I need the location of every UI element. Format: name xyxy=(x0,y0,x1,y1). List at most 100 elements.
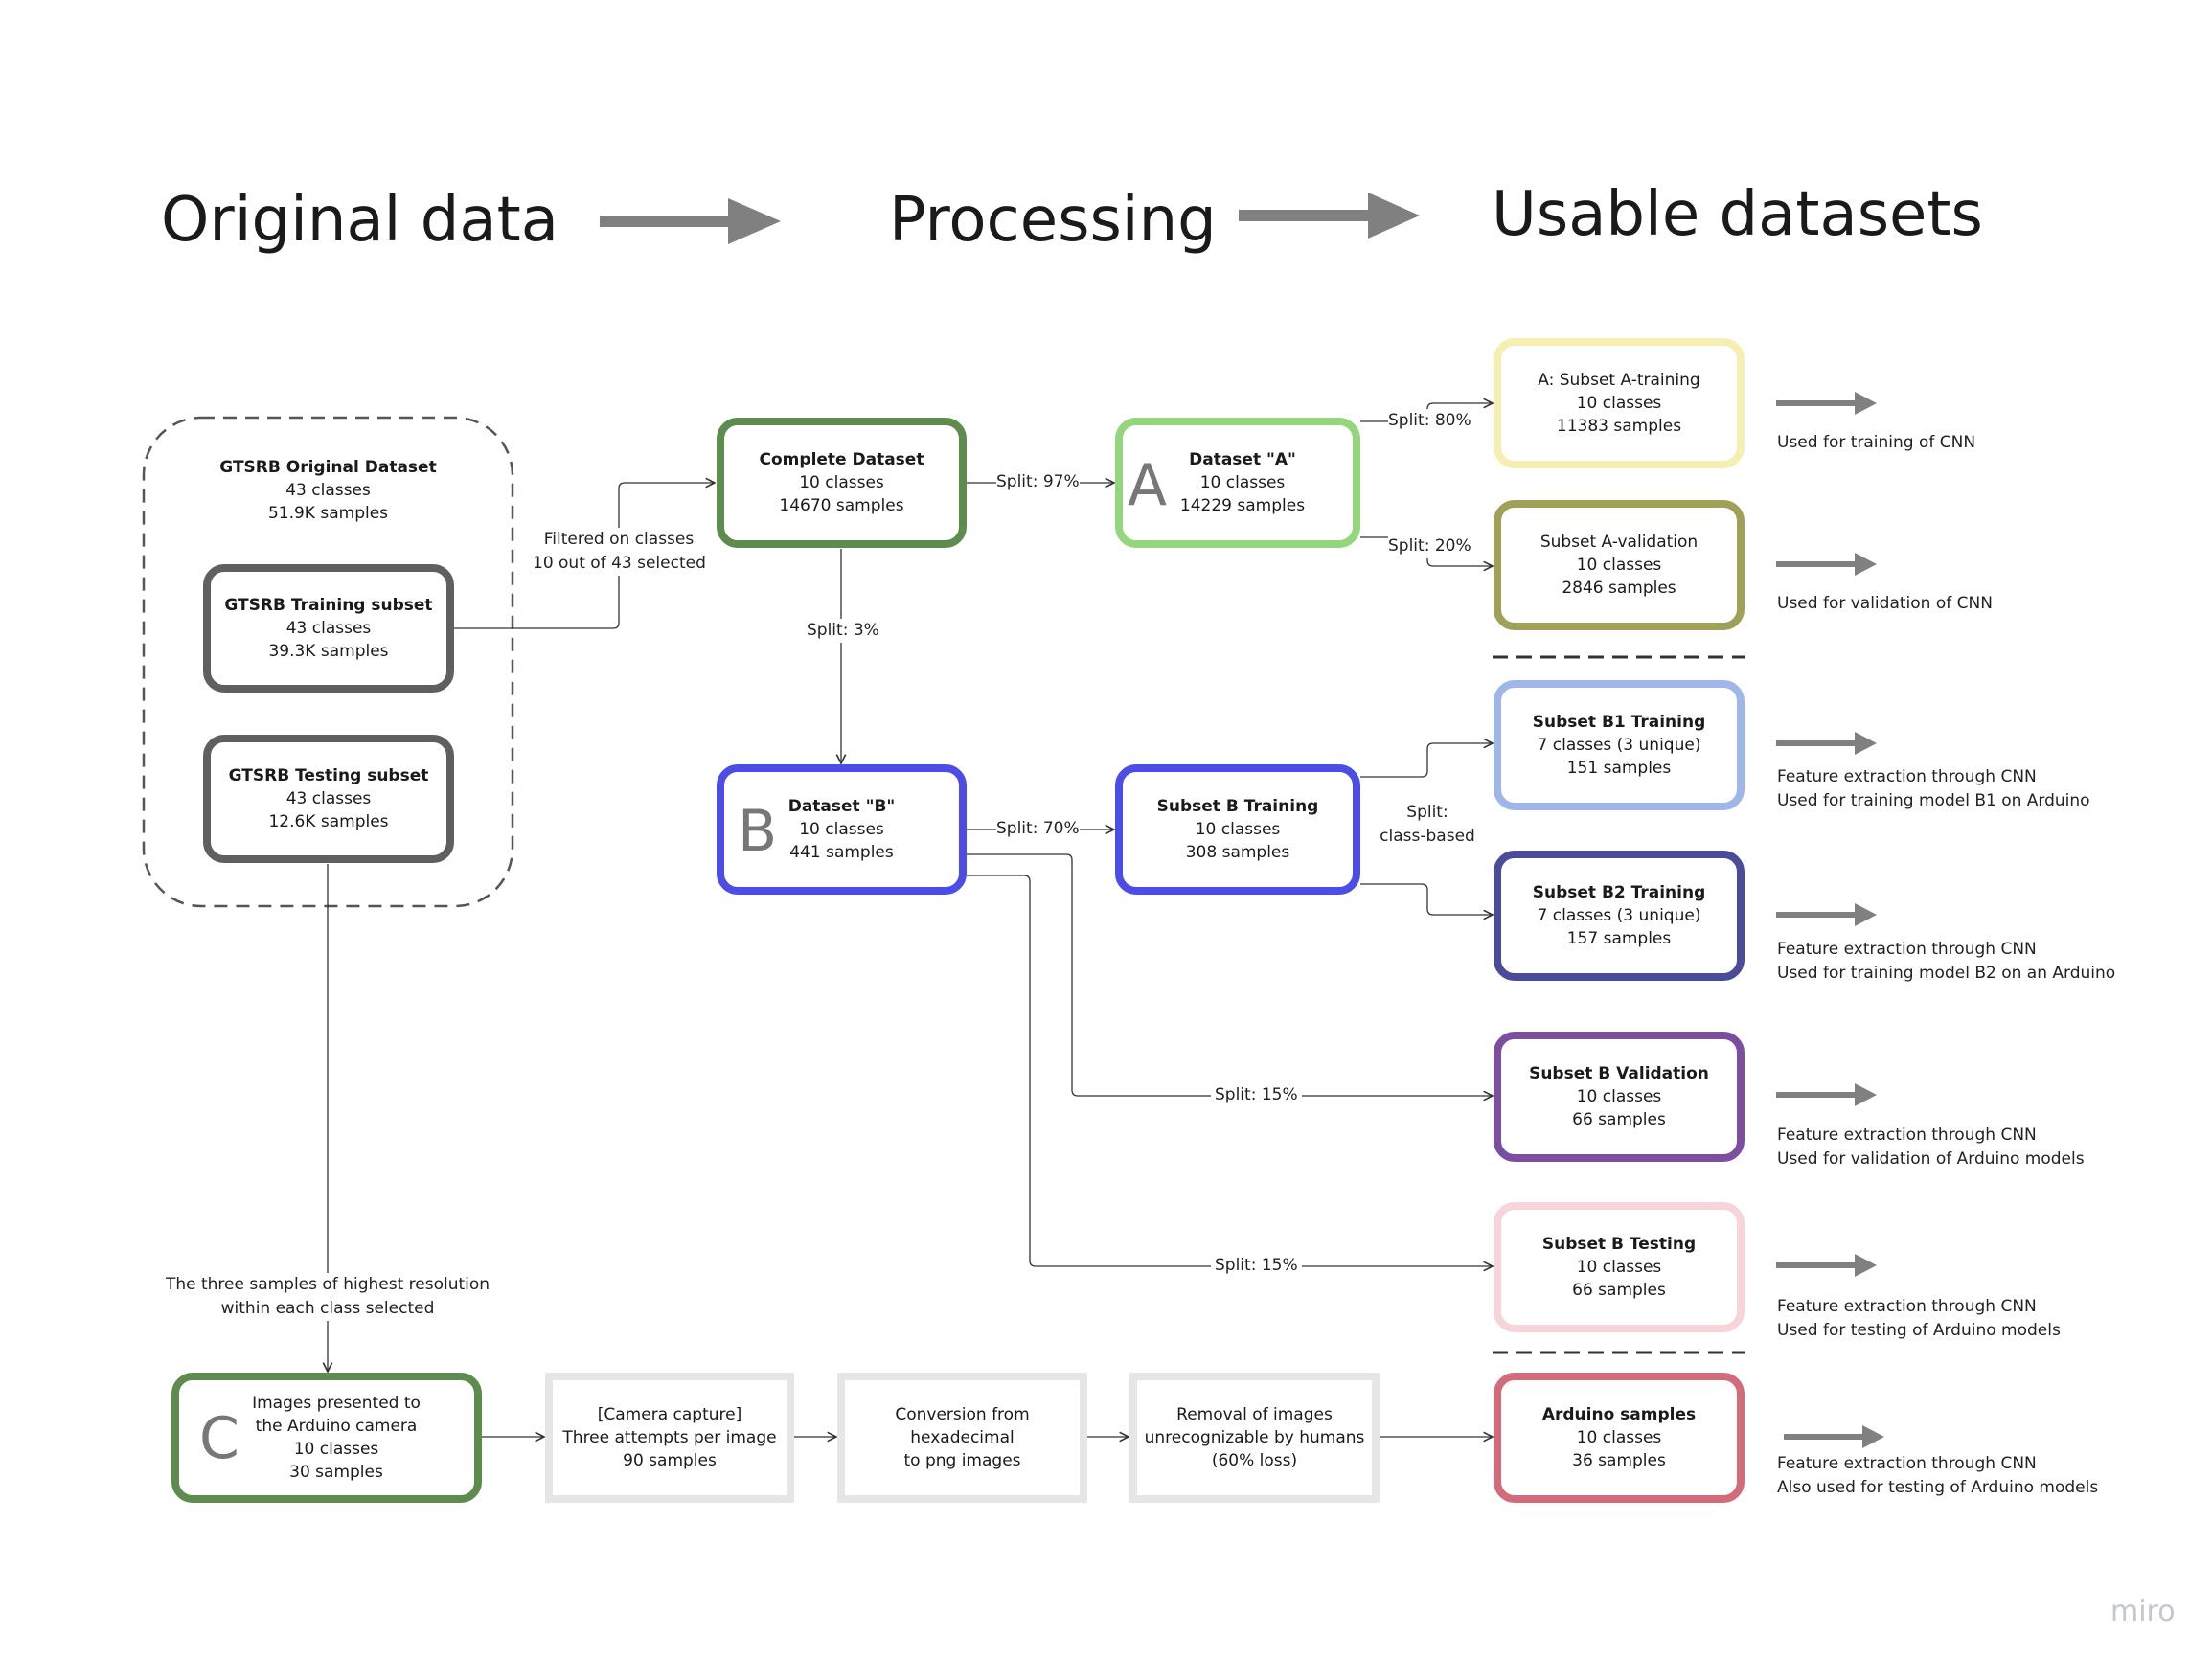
node-title: Subset B Training xyxy=(1156,797,1319,816)
node-line-2: Three attempts per image xyxy=(562,1428,777,1447)
edge-bt-to-b2 xyxy=(1360,883,1493,915)
node-line-1: [Camera capture] xyxy=(597,1405,742,1424)
label-line-2: 10 out of 43 selected xyxy=(533,554,706,573)
node-classes: 10 classes xyxy=(293,1440,379,1459)
header-arrow-2 xyxy=(1239,193,1420,239)
subset-b1-training: Subset B1 Training 7 classes (3 unique) … xyxy=(1494,680,1745,810)
label-split-3: Split: 3% xyxy=(807,619,879,643)
subset-b2-training: Subset B2 Training 7 classes (3 unique) … xyxy=(1494,851,1745,981)
node-samples: 51.9K samples xyxy=(267,504,389,523)
usage-arrow-3 xyxy=(1776,732,1877,755)
dataset-a-letter: A xyxy=(1128,452,1168,519)
node-title: GTSRB Original Dataset xyxy=(219,458,437,477)
node-samples: 66 samples xyxy=(1572,1281,1666,1300)
node-title: Complete Dataset xyxy=(759,450,924,469)
usage-arrow-4 xyxy=(1776,903,1877,926)
usage-line-2: Used for validation of Arduino models xyxy=(1777,1149,2085,1169)
node-samples: 39.3K samples xyxy=(268,642,389,661)
node-classes: 10 classes xyxy=(799,820,884,839)
node-samples: 2846 samples xyxy=(1562,579,1676,598)
usage-line-1: Feature extraction through CNN xyxy=(1777,1297,2037,1316)
node-samples: 66 samples xyxy=(1572,1110,1666,1129)
usage-line-2: Used for training model B2 on an Arduino xyxy=(1777,964,2116,983)
label-split-20: Split: 20% xyxy=(1388,534,1471,558)
images-letter-c: C xyxy=(199,1405,239,1472)
node-title: Arduino samples xyxy=(1541,1405,1697,1424)
node-classes: 10 classes xyxy=(1576,556,1662,575)
label-split-15-testing: Split: 15% xyxy=(1211,1254,1302,1278)
usage-line-2: Also used for testing of Arduino models xyxy=(1777,1478,2099,1497)
node-classes: 10 classes xyxy=(799,473,884,492)
node-samples: 151 samples xyxy=(1566,759,1672,778)
header-processing: Processing xyxy=(889,185,1217,256)
gtsrb-original-dataset: GTSRB Original Dataset 43 classes 51.9K … xyxy=(144,456,513,525)
miro-watermark: miro xyxy=(2110,1595,2176,1628)
usage-arduino: Feature extraction through CNN Also used… xyxy=(1777,1452,2098,1500)
node-classes: 10 classes xyxy=(1195,820,1281,839)
usage-line-1: Used for training of CNN xyxy=(1777,433,1976,452)
usage-a-training: Used for training of CNN xyxy=(1777,431,1975,455)
label-split-class-based: Split: class-based xyxy=(1370,801,1485,849)
camera-capture: [Camera capture] Three attempts per imag… xyxy=(545,1373,794,1503)
edge-bt-to-b1 xyxy=(1360,743,1493,778)
label-split-70: Split: 70% xyxy=(996,817,1080,841)
node-title: Subset A-validation xyxy=(1539,533,1699,552)
label-line-1: The three samples of highest resolution xyxy=(165,1275,490,1294)
label-line-1: Split: xyxy=(1406,803,1448,822)
usage-arrow-6 xyxy=(1776,1254,1877,1277)
node-title: A: Subset A-training xyxy=(1538,371,1700,390)
removal-unrecognizable: Removal of images unrecognizable by huma… xyxy=(1129,1373,1380,1503)
node-classes: 7 classes (3 unique) xyxy=(1537,736,1701,755)
subset-b-testing: Subset B Testing 10 classes 66 samples xyxy=(1494,1202,1745,1332)
node-line-1: Conversion from hexadecimal xyxy=(895,1405,1030,1447)
subset-b-training: Subset B Training 10 classes 308 samples xyxy=(1115,764,1360,895)
usage-line-2: Used for testing of Arduino models xyxy=(1777,1321,2061,1340)
label-highest-resolution: The three samples of highest resolution … xyxy=(165,1273,490,1321)
label-split-15-validation: Split: 15% xyxy=(1211,1083,1302,1107)
conversion-hex-to-png: Conversion from hexadecimal to png image… xyxy=(837,1373,1087,1503)
header-original-data: Original data xyxy=(161,185,559,256)
usage-b1: Feature extraction through CNN Used for … xyxy=(1777,765,2090,813)
node-classes: 43 classes xyxy=(285,481,371,500)
dataset-a: Dataset "A" 10 classes 14229 samples xyxy=(1115,418,1360,548)
node-samples: 441 samples xyxy=(789,843,894,862)
node-classes: 43 classes xyxy=(285,619,372,638)
node-samples: 157 samples xyxy=(1566,929,1672,948)
edge-b-to-testing xyxy=(967,875,1493,1266)
node-classes: 10 classes xyxy=(1576,1087,1662,1106)
usage-b-validation: Feature extraction through CNN Used for … xyxy=(1777,1124,2085,1171)
gtsrb-testing-subset: GTSRB Testing subset 43 classes 12.6K sa… xyxy=(203,735,454,863)
label-line-2: class-based xyxy=(1380,827,1475,846)
node-title: Subset B2 Training xyxy=(1532,883,1706,902)
label-split-80: Split: 80% xyxy=(1388,409,1471,433)
node-classes: 10 classes xyxy=(1576,1258,1662,1277)
usage-line-1: Feature extraction through CNN xyxy=(1777,1125,2037,1145)
usage-arrow-1 xyxy=(1776,392,1877,415)
header-usable-datasets: Usable datasets xyxy=(1492,179,1983,250)
node-title: Subset B Validation xyxy=(1529,1064,1709,1083)
label-filtered-on-classes: Filtered on classes 10 out of 43 selecte… xyxy=(533,528,706,576)
node-line-2: the Arduino camera xyxy=(255,1417,418,1436)
node-line-2: unrecognizable by humans xyxy=(1144,1428,1365,1447)
node-classes: 10 classes xyxy=(1576,1428,1662,1447)
usage-b-testing: Feature extraction through CNN Used for … xyxy=(1777,1295,2061,1343)
usage-arrow-5 xyxy=(1776,1083,1877,1106)
node-title: Subset B Testing xyxy=(1541,1235,1697,1254)
subset-b-validation: Subset B Validation 10 classes 66 sample… xyxy=(1494,1032,1745,1162)
label-line-1: Filtered on classes xyxy=(543,530,695,549)
usage-arrow-7 xyxy=(1784,1425,1884,1448)
images-presented-to-arduino: Images presented to the Arduino camera 1… xyxy=(171,1373,482,1503)
subset-a-training: A: Subset A-training 10 classes 11383 sa… xyxy=(1494,338,1745,468)
usage-b2: Feature extraction through CNN Used for … xyxy=(1777,938,2115,986)
node-classes: 7 classes (3 unique) xyxy=(1537,906,1701,925)
node-classes: 43 classes xyxy=(285,789,372,808)
usage-arrow-2 xyxy=(1776,553,1877,576)
header-arrow-1 xyxy=(600,198,781,244)
usage-line-1: Feature extraction through CNN xyxy=(1777,1454,2037,1473)
node-samples: 12.6K samples xyxy=(268,812,389,831)
usage-line-1: Feature extraction through CNN xyxy=(1777,940,2037,959)
node-title: Dataset "A" xyxy=(1189,450,1296,469)
gtsrb-training-subset: GTSRB Training subset 43 classes 39.3K s… xyxy=(203,564,454,693)
edge-b-to-validation xyxy=(967,853,1493,1096)
